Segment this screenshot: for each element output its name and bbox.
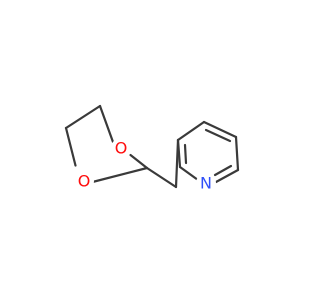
atom-o2-label: O [78,172,91,191]
bond-py5-n1-inner [213,164,233,177]
bond-o1-ch2a [98,104,115,144]
atom-o1-label: O [115,139,128,158]
atom-n1-label: N [200,174,212,193]
bond-o2-c2 [91,166,149,184]
bond-ch2a-ch2b [64,104,102,130]
atom-o2: O [74,171,94,191]
bond-py2-py3 [176,120,206,142]
pyridine-ring [176,120,240,184]
bond-py3-py4-inner [204,128,232,143]
bond-py4-py5 [234,135,240,172]
molecule-structure: O O N [64,104,240,193]
bond-py5-n1 [214,168,240,184]
atom-o1: O [111,138,131,158]
atom-n1: N [196,173,216,193]
molecule-canvas: O O N [64,104,240,193]
bond-py6-py2-inner [183,143,188,165]
bond-c2-o1 [129,153,149,170]
bond-c2-ch2 [145,166,178,189]
bond-ch2b-o2 [64,126,77,167]
bond-py3-py4 [202,120,238,139]
bond-n1-py6 [178,165,200,182]
dioxolane-ring [64,104,149,184]
bond-py6-py2 [176,138,182,169]
